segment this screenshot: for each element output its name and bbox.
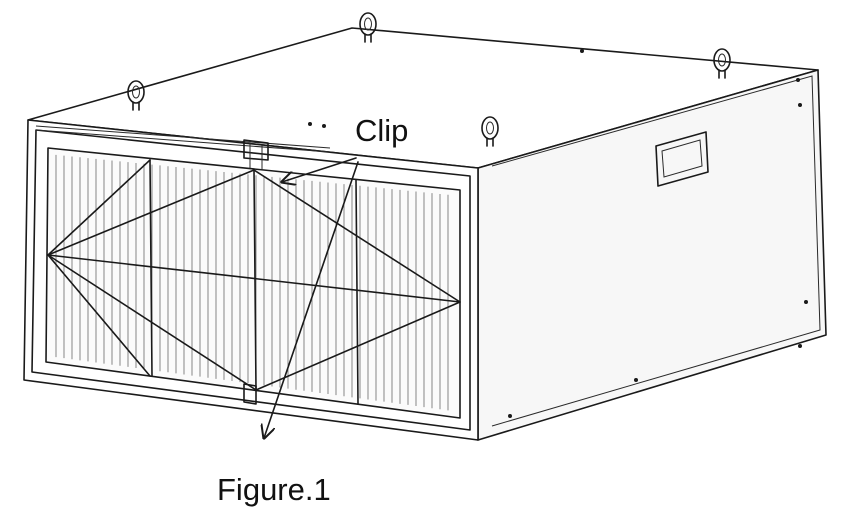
arrow-icon: [282, 157, 357, 182]
clip-icon: [243, 139, 269, 170]
eye-bolt-icon: [481, 116, 499, 147]
filter-frame: [31, 129, 471, 431]
figure-caption: Figure.1: [217, 472, 331, 507]
side-face-edge: [491, 75, 821, 427]
clip-label: Clip: [355, 113, 408, 148]
eye-bolt-icon: [127, 80, 145, 111]
frame-top-rail: [35, 125, 331, 153]
eye-bolt-icon: [713, 48, 731, 79]
arrow-icon: [264, 161, 359, 438]
filter-panel: [45, 147, 461, 419]
screw-dots: [308, 49, 808, 418]
clip-icon: [243, 383, 257, 405]
eye-bolt-icon: [359, 12, 377, 43]
carry-handle-icon: [655, 131, 709, 187]
